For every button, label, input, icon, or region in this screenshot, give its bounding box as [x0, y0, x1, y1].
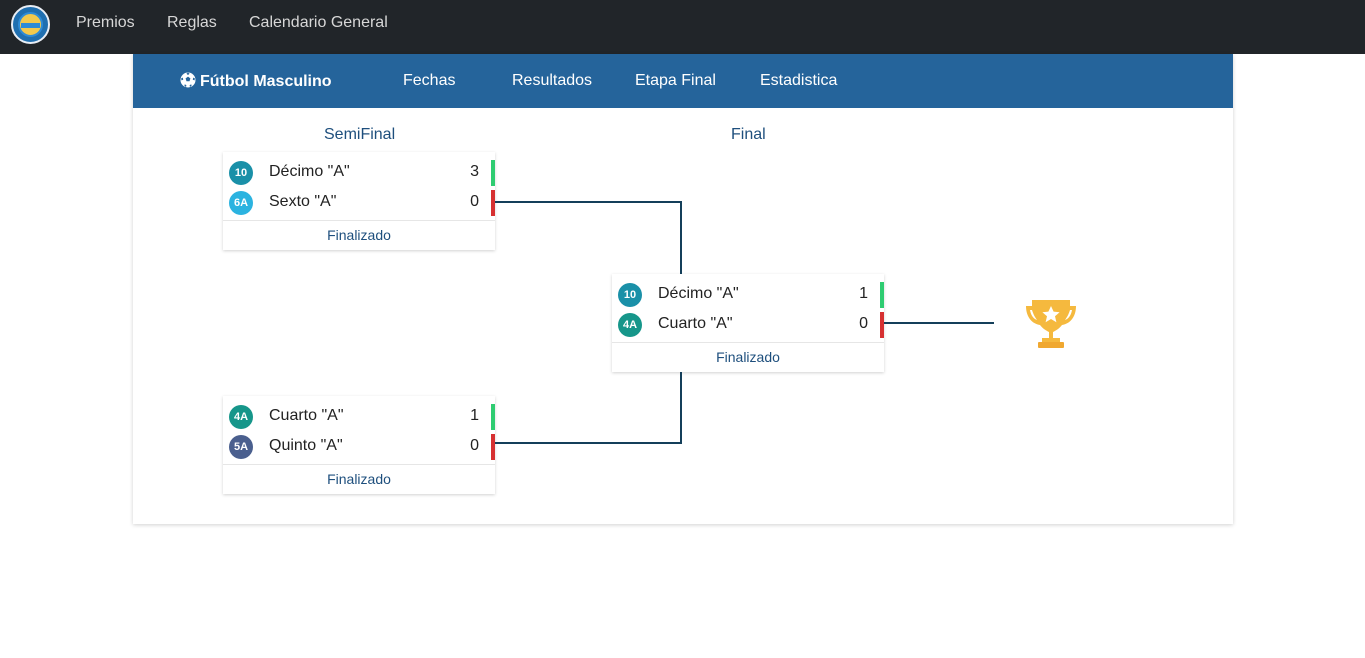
team-row: 4A Cuarto "A" 1: [223, 402, 495, 432]
match-status: Finalizado: [223, 220, 495, 250]
team-badge: 6A: [229, 191, 253, 215]
connector-semi1-vertical: [680, 201, 682, 274]
team-badge: 10: [618, 283, 642, 307]
match-status: Finalizado: [223, 464, 495, 494]
subnav-estadistica[interactable]: Estadistica: [760, 72, 838, 89]
team-score: 1: [470, 407, 479, 424]
team-name: Décimo "A": [658, 285, 739, 302]
soccer-ball-icon: [180, 72, 196, 88]
subnav-brand-label: Fútbol Masculino: [200, 73, 332, 90]
match-semifinal-1[interactable]: 10 Décimo "A" 3 6A Sexto "A" 0 Finalizad…: [223, 152, 495, 250]
loss-indicator: [491, 434, 495, 460]
team-badge: 4A: [618, 313, 642, 337]
team-row: 6A Sexto "A" 0: [223, 188, 495, 218]
team-score: 0: [470, 193, 479, 210]
loss-indicator: [880, 312, 884, 338]
connector-semi2-horizontal: [495, 442, 682, 444]
subnav-resultados[interactable]: Resultados: [512, 72, 593, 89]
round-title-semifinal: SemiFinal: [324, 126, 396, 143]
team-row: 4A Cuarto "A" 0: [612, 310, 884, 340]
nav-reglas[interactable]: Reglas: [167, 14, 217, 31]
team-row: 5A Quinto "A" 0: [223, 432, 495, 462]
team-name: Quinto "A": [269, 437, 343, 454]
school-logo[interactable]: [11, 5, 50, 44]
nav-calendario-general[interactable]: Calendario General: [249, 14, 388, 31]
team-score: 0: [470, 437, 479, 454]
match-semifinal-2[interactable]: 4A Cuarto "A" 1 5A Quinto "A" 0 Finaliza…: [223, 396, 495, 494]
trophy-icon: [1026, 300, 1076, 348]
team-score: 3: [470, 163, 479, 180]
team-name: Cuarto "A": [269, 407, 344, 424]
round-title-final: Final: [731, 126, 766, 143]
logo-stripe: [21, 23, 40, 28]
team-score: 1: [859, 285, 868, 302]
team-badge: 5A: [229, 435, 253, 459]
subnav-brand[interactable]: Fútbol Masculino: [180, 72, 332, 91]
win-indicator: [491, 404, 495, 430]
connector-final-champion: [884, 322, 994, 324]
team-name: Décimo "A": [269, 163, 350, 180]
team-row: 10 Décimo "A" 3: [223, 158, 495, 188]
team-badge: 10: [229, 161, 253, 185]
match-status: Finalizado: [612, 342, 884, 372]
loss-indicator: [491, 190, 495, 216]
subnav-fechas[interactable]: Fechas: [403, 72, 456, 89]
nav-premios[interactable]: Premios: [76, 14, 135, 31]
connector-semi1-horizontal: [495, 201, 682, 203]
match-final[interactable]: 10 Décimo "A" 1 4A Cuarto "A" 0 Finaliza…: [612, 274, 884, 372]
subnav-etapa-final[interactable]: Etapa Final: [635, 72, 716, 89]
top-navbar: Premios Reglas Calendario General: [0, 0, 1365, 54]
team-name: Cuarto "A": [658, 315, 733, 332]
sport-subnav: Fútbol Masculino Fechas Resultados Etapa…: [133, 54, 1233, 108]
team-badge: 4A: [229, 405, 253, 429]
bracket-card: Fútbol Masculino Fechas Resultados Etapa…: [133, 54, 1233, 524]
team-name: Sexto "A": [269, 193, 337, 210]
team-score: 0: [859, 315, 868, 332]
win-indicator: [491, 160, 495, 186]
win-indicator: [880, 282, 884, 308]
connector-semi2-vertical: [680, 372, 682, 444]
team-row: 10 Décimo "A" 1: [612, 280, 884, 310]
